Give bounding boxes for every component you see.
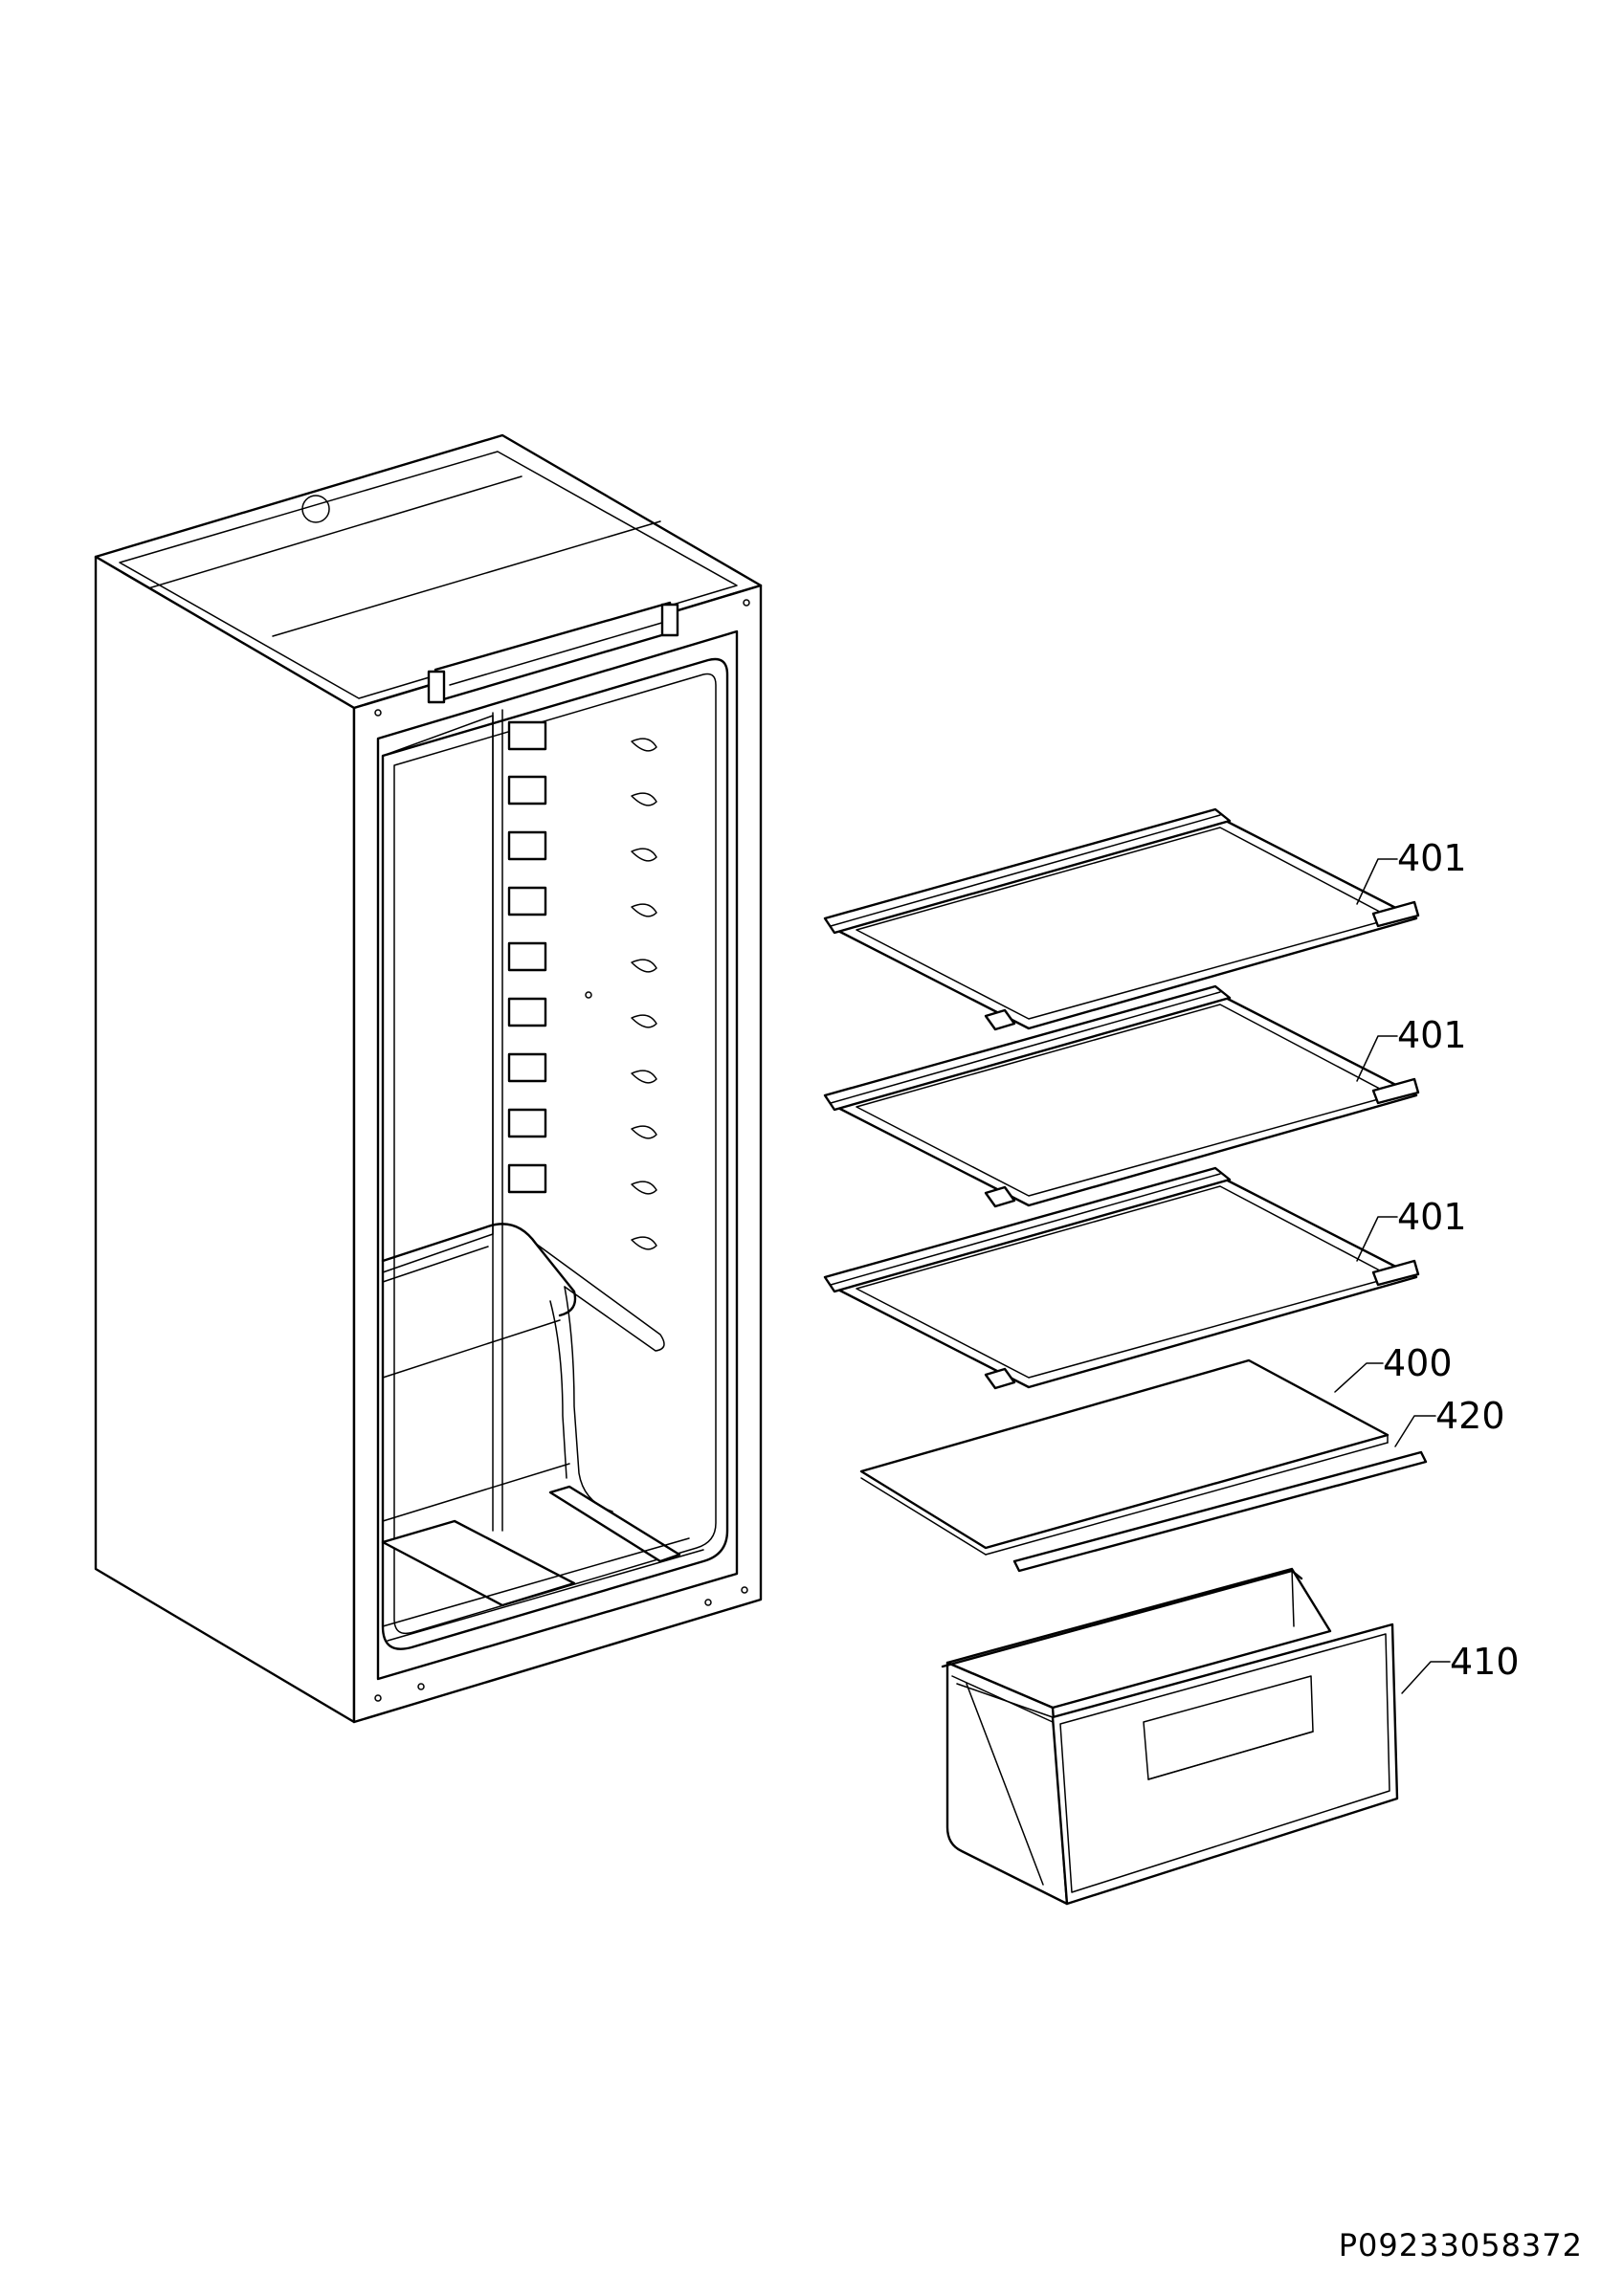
glass-shelf-2 (823, 984, 1420, 1208)
label-trim-strip: 420 (1435, 1395, 1505, 1437)
shelf-clips-right (631, 738, 657, 1250)
shelf-support-column (507, 720, 547, 1194)
crisper-drawer (941, 1567, 1399, 1906)
document-number: P09233058372 (1338, 2227, 1583, 2263)
label-shelf-2: 401 (1397, 1014, 1467, 1056)
label-shelf-1: 401 (1397, 837, 1467, 879)
crisper-glass-cover (859, 1358, 1390, 1556)
leader-lines (1334, 858, 1451, 1694)
refrigerator-cabinet (94, 433, 763, 1724)
trim-strip (1012, 1450, 1428, 1573)
glass-shelf-1 (823, 807, 1420, 1031)
label-shelf-3: 401 (1397, 1196, 1467, 1238)
label-glass-cover: 400 (1383, 1342, 1453, 1384)
label-crisper-drawer: 410 (1450, 1641, 1520, 1683)
glass-shelf-3 (823, 1166, 1420, 1390)
